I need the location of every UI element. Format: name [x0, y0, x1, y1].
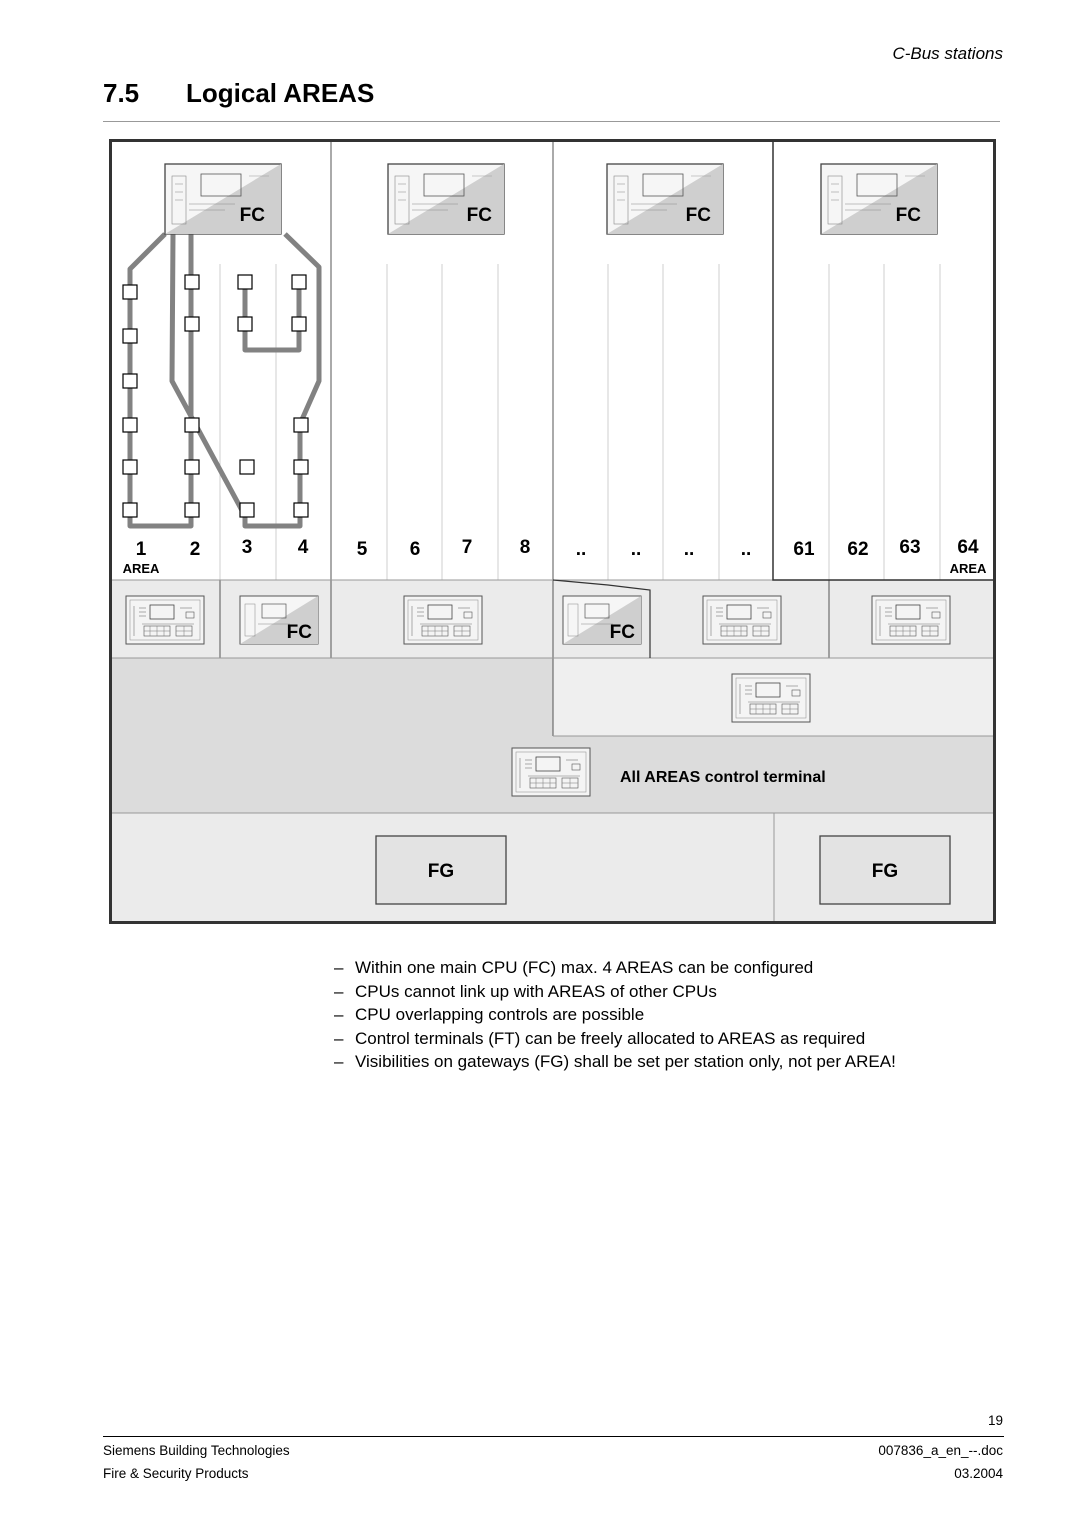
- sub-controller-terminal-1: FC: [239, 595, 319, 645]
- fire-controller-4: FC: [820, 163, 938, 235]
- control-terminal-station-3: [702, 595, 782, 645]
- footer-company: Siemens Building Technologies: [103, 1443, 290, 1458]
- fire-controller-3: FC: [606, 163, 724, 235]
- note-item: CPU overlapping controls are possible: [334, 1003, 896, 1027]
- area-number: 64: [957, 537, 979, 558]
- overlapping-control-terminal: [731, 673, 811, 723]
- footer-division: Fire & Security Products: [103, 1466, 249, 1481]
- control-terminal-station-2: [403, 595, 483, 645]
- section-number: 7.5: [103, 78, 140, 108]
- area-number: 2: [190, 539, 201, 560]
- area-number: ..: [684, 539, 695, 560]
- svg-text:FG: FG: [872, 861, 898, 882]
- sub-controller-terminal-2: FC: [562, 595, 642, 645]
- notes-list: Within one main CPU (FC) max. 4 AREAS ca…: [334, 956, 896, 1074]
- section-title: Logical AREAS: [186, 78, 375, 108]
- area-caption-left: AREA: [123, 561, 160, 576]
- svg-text:FC: FC: [896, 205, 922, 226]
- control-terminal-station-4: [871, 595, 951, 645]
- gateway-1: FG: [375, 835, 507, 905]
- area-number: 6: [410, 539, 421, 560]
- area-number: 63: [899, 537, 920, 558]
- all-areas-control-terminal: [511, 747, 591, 797]
- area-number: 62: [847, 539, 868, 560]
- fire-controller-1: FC: [164, 163, 282, 235]
- gateway-2: FG: [819, 835, 951, 905]
- station-dividers: [109, 139, 996, 924]
- area-number: ..: [631, 539, 642, 560]
- area-number: 8: [520, 537, 531, 558]
- footer-doc-id: 007836_a_en_--.doc: [878, 1443, 1003, 1458]
- footer-date: 03.2004: [954, 1466, 1003, 1481]
- title-rule: [103, 121, 1000, 122]
- page-number: 19: [987, 1413, 1003, 1428]
- area-number: 5: [357, 539, 368, 560]
- detectors: [122, 274, 309, 518]
- running-head: C-Bus stations: [892, 44, 1003, 63]
- note-item: Visibilities on gateways (FG) shall be s…: [334, 1050, 896, 1074]
- all-areas-terminal-label: All AREAS control terminal: [620, 769, 826, 786]
- svg-text:FC: FC: [240, 205, 266, 226]
- area-number: 4: [298, 537, 309, 558]
- area-grid: [219, 264, 941, 580]
- control-terminal-area-1: [125, 595, 205, 645]
- area-number: 61: [793, 539, 815, 560]
- footer-rule: [103, 1436, 1004, 1437]
- svg-text:FC: FC: [467, 205, 493, 226]
- area-number: ..: [576, 539, 587, 560]
- logical-areas-diagram: FC FC FC FC 1 2 3 4 5 6 7 8 .. .. .. .. …: [109, 139, 996, 924]
- diagram-frame: [109, 139, 996, 924]
- area-numbers: 1 2 3 4 5 6 7 8 .. .. .. .. 61 62 63 64: [136, 537, 979, 560]
- area-number: ..: [741, 539, 752, 560]
- area-number: 1: [136, 539, 147, 560]
- note-item: CPUs cannot link up with AREAS of other …: [334, 980, 896, 1004]
- svg-text:FC: FC: [287, 622, 313, 643]
- note-item: Within one main CPU (FC) max. 4 AREAS ca…: [334, 956, 896, 980]
- fire-controller-2: FC: [387, 163, 505, 235]
- area-caption-right: AREA: [950, 561, 987, 576]
- svg-text:FG: FG: [428, 861, 454, 882]
- svg-text:FC: FC: [686, 205, 712, 226]
- area-number: 3: [242, 537, 253, 558]
- note-item: Control terminals (FT) can be freely all…: [334, 1027, 896, 1051]
- area-number: 7: [462, 537, 473, 558]
- svg-text:FC: FC: [610, 622, 636, 643]
